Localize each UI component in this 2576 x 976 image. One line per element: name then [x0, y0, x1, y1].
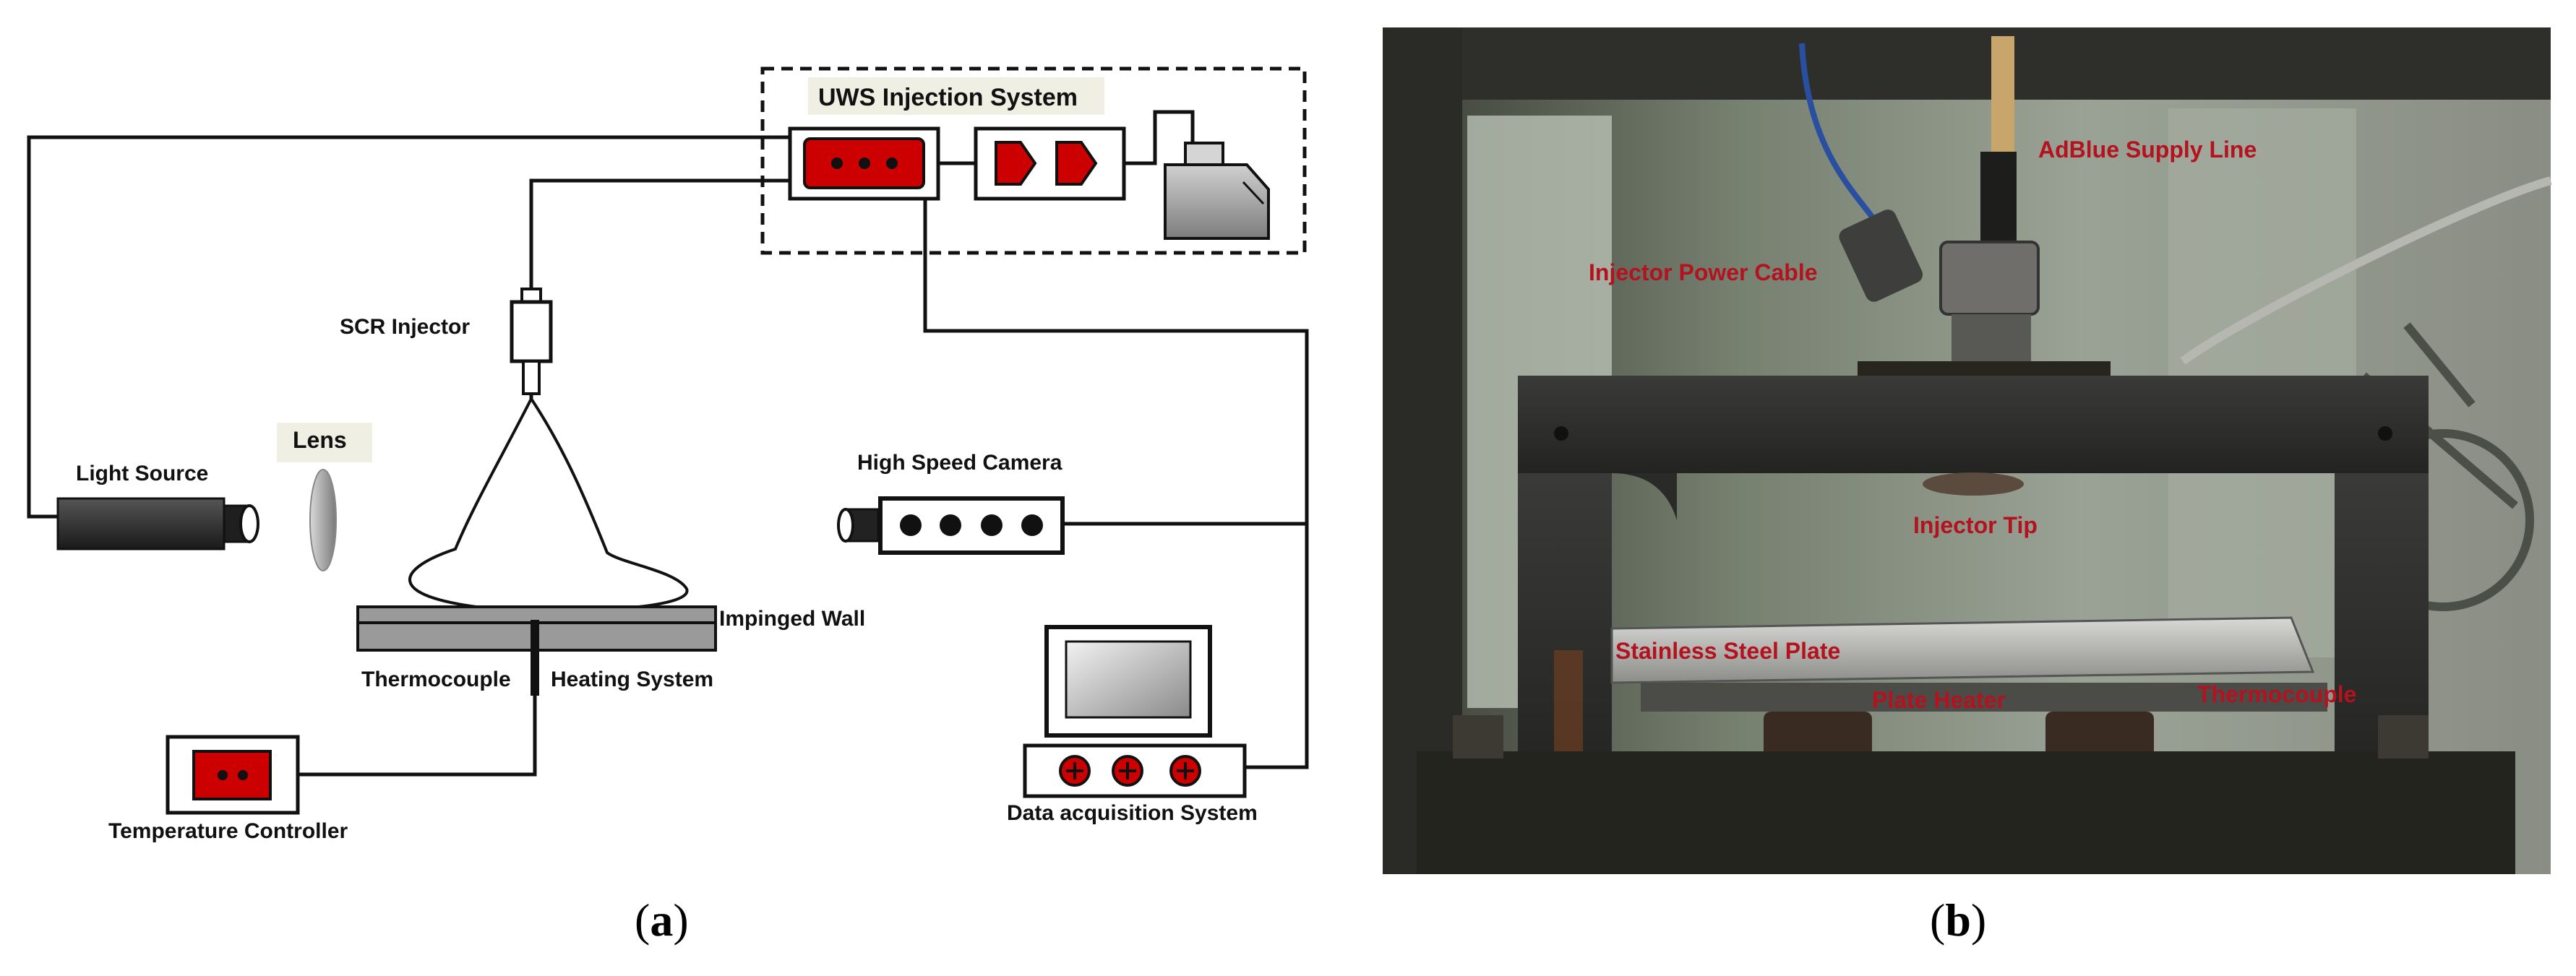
- adblue-supply-line-label: AdBlue Supply Line: [2038, 137, 2257, 163]
- data-acquisition-computer: [1023, 625, 1247, 798]
- data-acquisition-system-label: Data acquisition System: [1007, 801, 1258, 825]
- panel-a-caption: (a): [635, 894, 689, 946]
- uws-injection-system-label: UWS Injection System: [818, 84, 1078, 111]
- high-speed-camera-label: High Speed Camera: [857, 451, 1062, 475]
- panel-b-photo: AdBlue Supply Line Injector Power Cable …: [1383, 27, 2552, 946]
- high-speed-camera: [837, 496, 1065, 555]
- base-bolt-right: [2378, 715, 2429, 759]
- panel-b-caption: (b): [1930, 894, 1986, 946]
- panel-a-schematic: UWS Injection System SCR: [27, 66, 1309, 946]
- scr-injector-label: SCR Injector: [340, 315, 470, 339]
- uws-enclosure: [760, 66, 1307, 255]
- plate-heater: [1641, 683, 2327, 712]
- light-source-label: Light Source: [76, 462, 208, 485]
- impinged-wall-label: Impinged Wall: [719, 607, 865, 631]
- lens-label-bg: [277, 423, 372, 462]
- adblue-supply-tube: [1991, 36, 2014, 173]
- uws-pump: [974, 126, 1126, 201]
- stainless-steel-plate-label: Stainless Steel Plate: [1615, 638, 1840, 664]
- scr-injector: [510, 288, 553, 395]
- lens-label: Lens: [293, 427, 347, 453]
- thermocouple-photo-label: Thermocouple: [2197, 681, 2356, 707]
- injector-power-cable-label: Injector Power Cable: [1589, 259, 1818, 285]
- photo-top-rail: [1383, 27, 2551, 100]
- uws-tank: [1124, 110, 1270, 240]
- injector-tip-label: Injector Tip: [1913, 512, 2038, 538]
- spray-cone: [408, 396, 689, 613]
- uws-controller: [788, 126, 940, 201]
- injector-tip: [1923, 472, 2024, 496]
- uws-title-bg: [808, 77, 1104, 115]
- light-source: [56, 497, 259, 550]
- rig-base: [1417, 751, 2515, 874]
- thermocouple-wire: [2180, 176, 2552, 365]
- stainless-steel-plate: [1610, 616, 2315, 684]
- heating-system-label: Heating System: [551, 668, 713, 691]
- impinged-wall: [356, 605, 717, 696]
- lens: [309, 469, 337, 571]
- temperature-controller-label: Temperature Controller: [108, 819, 348, 843]
- thermocouple-label: Thermocouple: [361, 668, 511, 691]
- base-bolt-left: [1453, 715, 1503, 759]
- plate-heater-label: Plate Heater: [1872, 687, 2006, 713]
- photo-left-edge: [1383, 27, 1462, 874]
- temperature-controller: [166, 735, 300, 815]
